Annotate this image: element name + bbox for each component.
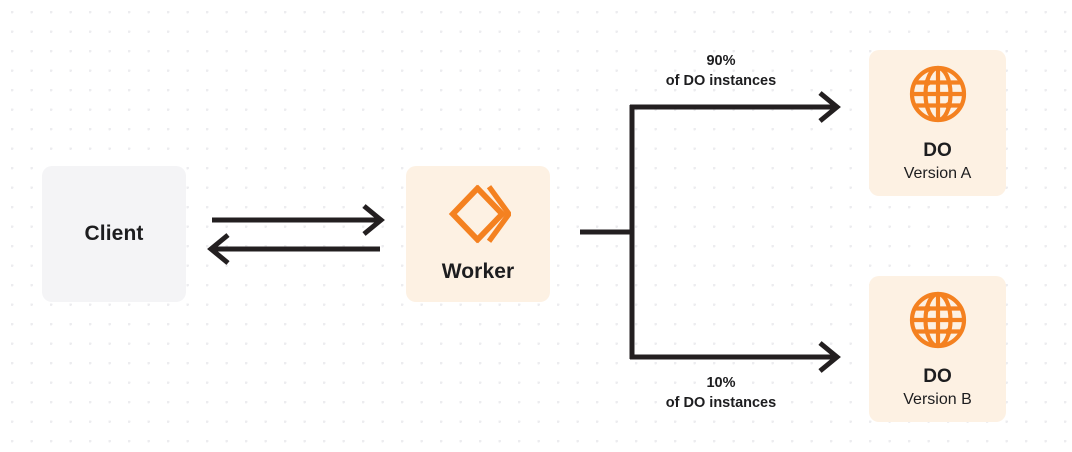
edge-label-do-a-percent: 90% — [706, 53, 736, 69]
node-worker-label: Worker — [441, 260, 515, 284]
edge-label-do-b-percent: 10% — [706, 375, 736, 391]
node-do-version-a: DO Version A — [869, 50, 1006, 196]
cloudflare-workers-icon — [445, 184, 511, 260]
node-do-version-b: DO Version B — [869, 276, 1006, 422]
globe-icon — [906, 62, 970, 126]
edge-label-do-b: 10% of DO instances — [611, 374, 831, 413]
globe-icon — [906, 288, 970, 352]
node-do-a-label: DO — [923, 140, 952, 162]
node-do-b-sublabel: Version B — [903, 391, 972, 409]
node-client-label: Client — [84, 222, 144, 246]
node-do-b-label: DO — [923, 366, 952, 388]
branch-trunk — [580, 105, 635, 359]
node-do-a-sublabel: Version A — [903, 165, 972, 183]
edge-label-do-a-detail: of DO instances — [665, 72, 777, 89]
edge-label-do-b-detail: of DO instances — [665, 394, 777, 411]
arrow-client-to-worker — [212, 204, 385, 236]
arrow-worker-to-do-a — [630, 91, 841, 123]
node-worker: Worker — [406, 166, 550, 302]
arrow-worker-to-do-b — [630, 341, 841, 373]
edge-label-do-a: 90% of DO instances — [611, 52, 831, 91]
arrow-worker-to-client — [207, 233, 380, 265]
node-client: Client — [42, 166, 186, 302]
